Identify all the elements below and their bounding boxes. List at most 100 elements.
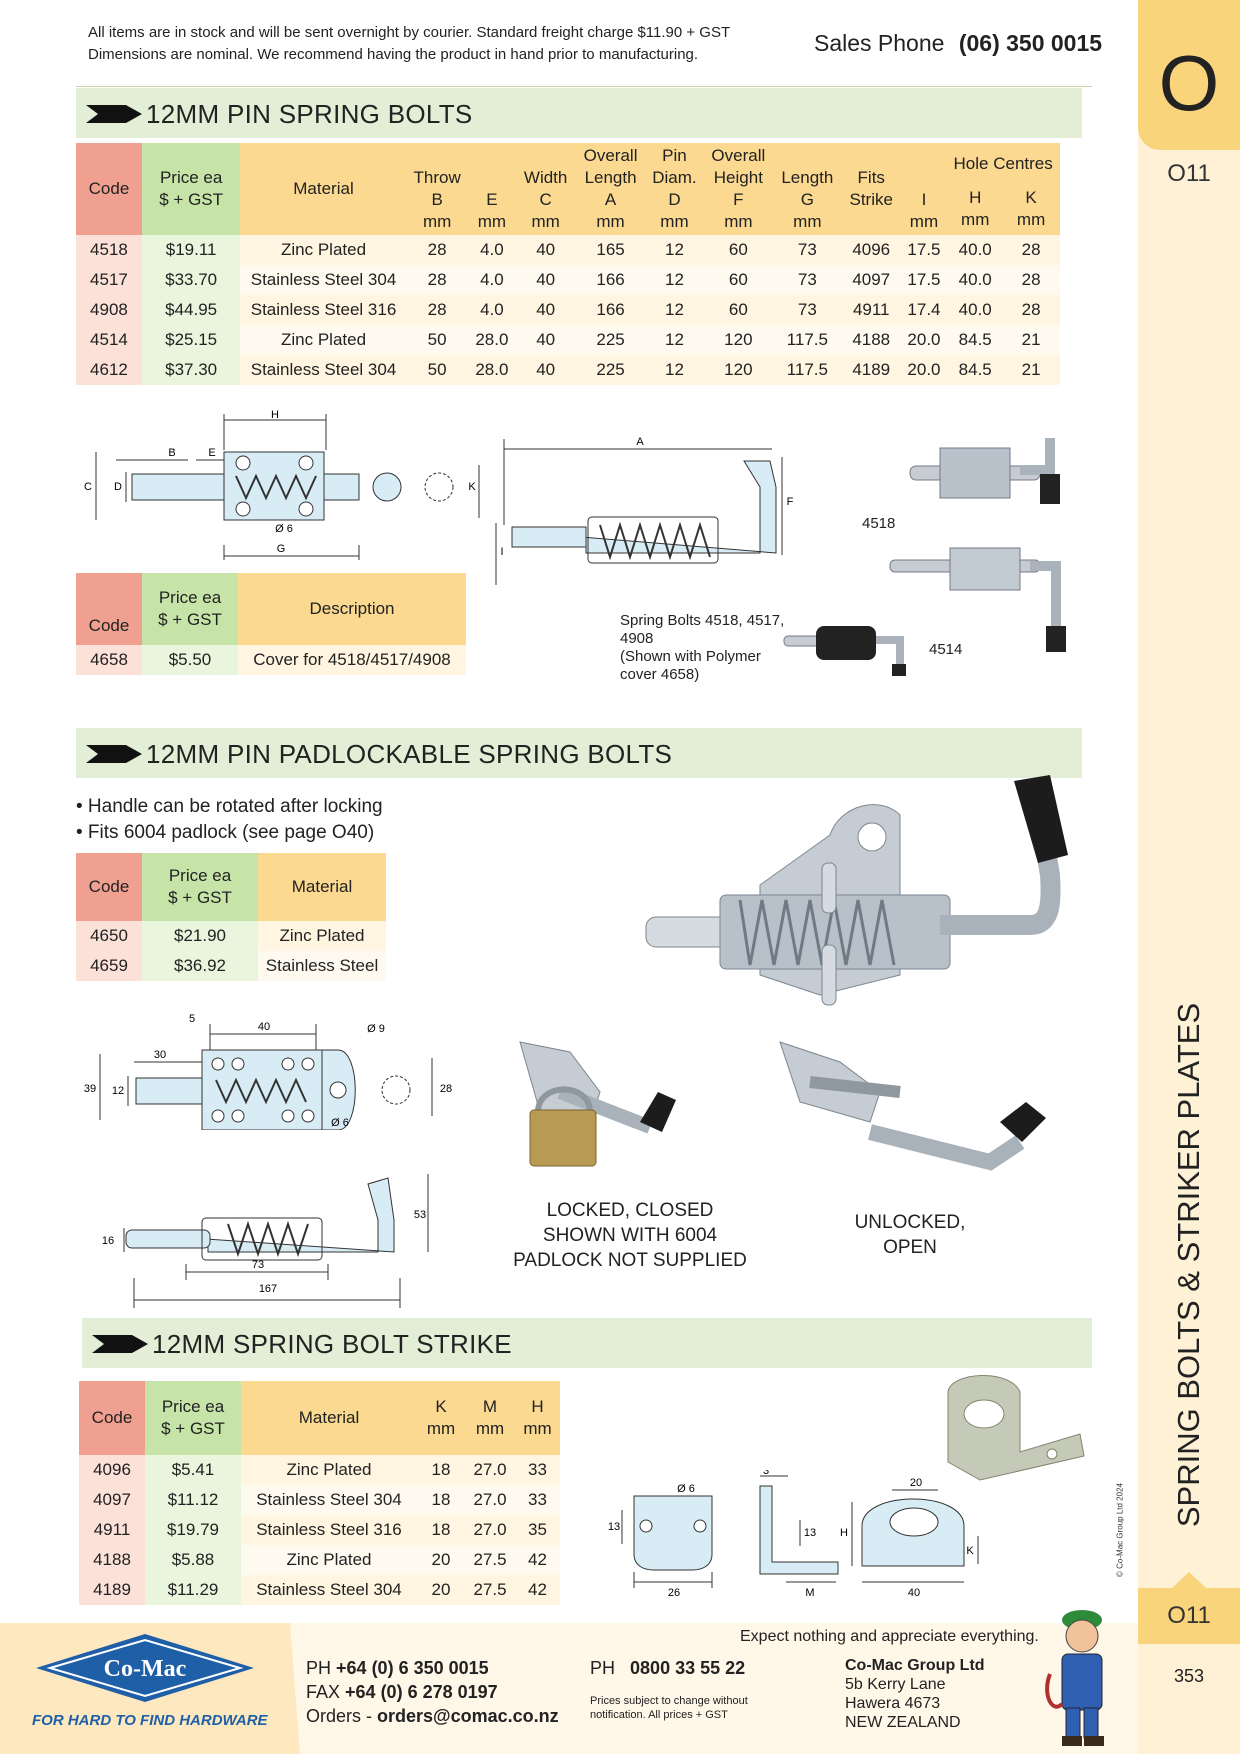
spring-bolt-side-diagram: A F I xyxy=(495,436,794,585)
sales-phone: Sales Phone (06) 350 0015 xyxy=(814,30,1102,57)
arrow-icon xyxy=(86,745,142,763)
col-price: Price ea$ + GST xyxy=(141,143,241,235)
cover-table: Code Price ea$ + GST Description 4658$5.… xyxy=(76,573,466,675)
section-code-bottom: O11 xyxy=(1167,1602,1211,1629)
dim-label: F xyxy=(787,496,794,508)
arrow-icon xyxy=(92,1335,148,1353)
dim-label: C xyxy=(84,481,92,493)
section-title: 12MM PIN PADLOCKABLE SPRING BOLTS xyxy=(146,739,673,769)
section-letter-tab: O xyxy=(1138,0,1240,150)
dim-label: 16 xyxy=(102,1235,114,1247)
side-tab-background xyxy=(1138,0,1240,1754)
col-material: Material xyxy=(258,853,386,921)
fax-number: +64 (0) 6 278 0197 xyxy=(345,1682,498,1702)
side-title: SPRING BOLTS & STRIKER PLATES xyxy=(1171,1002,1206,1528)
dim-label: 39 xyxy=(84,1083,96,1095)
col-material: Material xyxy=(240,143,407,235)
dim-label: 5 xyxy=(189,1013,195,1025)
freephone: PH 0800 33 55 22 xyxy=(590,1658,746,1678)
dim-label: 167 xyxy=(259,1283,277,1295)
phone-number: +64 (0) 6 350 0015 xyxy=(336,1658,489,1678)
section-title: 12MM PIN SPRING BOLTS xyxy=(146,99,473,129)
strike-plate-diagram: Ø 6 13 26 3 13 M H K 20 40 xyxy=(608,1470,979,1599)
photo-cover-4658 xyxy=(783,626,906,676)
photo-4514 xyxy=(889,547,1066,652)
section-header-spring-bolts: 12MM PIN SPRING BOLTS xyxy=(76,88,1082,138)
notice-line-2: Dimensions are nominal. We recommend hav… xyxy=(88,46,699,63)
section-header-padlockable: 12MM PIN PADLOCKABLE SPRING BOLTS xyxy=(76,728,1082,778)
col-code: Code xyxy=(76,853,142,921)
freephone-number: 0800 33 55 22 xyxy=(630,1658,746,1678)
logo-text: Co-Mac xyxy=(104,1656,187,1682)
list-item: • Fits 6004 padlock (see page O40) xyxy=(76,822,375,843)
company-address: Co-Mac Group Ltd 5b Kerry Lane Hawera 46… xyxy=(845,1657,985,1731)
dim-label: M xyxy=(805,1587,814,1599)
dim-label: H xyxy=(271,410,279,421)
padlockable-top-diagram: 5 40 Ø 9 30 39 12 28 Ø 6 xyxy=(84,1013,452,1130)
sales-phone-number: (06) 350 0015 xyxy=(958,30,1103,56)
col-description: Description xyxy=(238,573,466,645)
dim-label: 53 xyxy=(414,1209,426,1221)
col-price: Price ea$ + GST xyxy=(142,573,238,645)
stock-notice: All items are in stock and will be sent … xyxy=(88,22,730,66)
page-number: 353 xyxy=(1173,1666,1205,1686)
caption-unlocked: UNLOCKED, OPEN xyxy=(854,1212,966,1258)
padlockable-table: Code Price ea$ + GST Material 4650$21.90… xyxy=(76,853,386,981)
dim-label: 73 xyxy=(252,1259,264,1271)
dim-label: 40 xyxy=(908,1587,920,1599)
padlockable-side-diagram: 16 53 73 167 xyxy=(102,1174,429,1308)
dim-label: E xyxy=(208,447,215,459)
section-header-strike: 12MM SPRING BOLT STRIKE xyxy=(82,1318,1092,1368)
dim-label: H xyxy=(840,1527,848,1539)
feature-list: • Handle can be rotated after locking • … xyxy=(76,794,383,846)
col-price: Price ea$ + GST xyxy=(145,1381,241,1455)
dim-label: 30 xyxy=(154,1049,166,1061)
dim-label: 13 xyxy=(608,1521,620,1533)
section-title: 12MM SPRING BOLT STRIKE xyxy=(152,1329,512,1359)
mascot-illustration xyxy=(1045,1610,1104,1746)
col-code: Code xyxy=(79,1381,145,1455)
logo-tagline: FOR HARD TO FIND HARDWARE xyxy=(32,1712,268,1729)
col-material: Material xyxy=(241,1381,417,1455)
label-4518: 4518 xyxy=(862,515,896,532)
dim-label: 40 xyxy=(258,1021,270,1033)
dim-label: 20 xyxy=(910,1477,922,1489)
photo-strike-plate xyxy=(947,1375,1085,1481)
dim-label: A xyxy=(636,436,644,448)
tab-pointer xyxy=(1172,1572,1206,1588)
dim-label: Ø 6 xyxy=(275,523,293,535)
photo-4518 xyxy=(909,438,1060,504)
section-code-bottom-tab: O11 xyxy=(1138,1588,1240,1644)
dim-label: 13 xyxy=(804,1527,816,1539)
orders-email[interactable]: orders@comac.co.nz xyxy=(377,1706,559,1726)
dim-label: K xyxy=(966,1545,974,1557)
slogan: Expect nothing and appreciate everything… xyxy=(740,1628,1039,1645)
dim-label: Ø 9 xyxy=(367,1023,385,1035)
contact-block: PH +64 (0) 6 350 0015 FAX +64 (0) 6 278 … xyxy=(306,1658,559,1726)
dim-label: Ø 6 xyxy=(677,1483,695,1495)
dim-label: B xyxy=(168,447,175,459)
arrow-icon xyxy=(86,105,142,123)
label-4514: 4514 xyxy=(929,641,963,658)
photo-unlocked xyxy=(779,1041,1046,1171)
